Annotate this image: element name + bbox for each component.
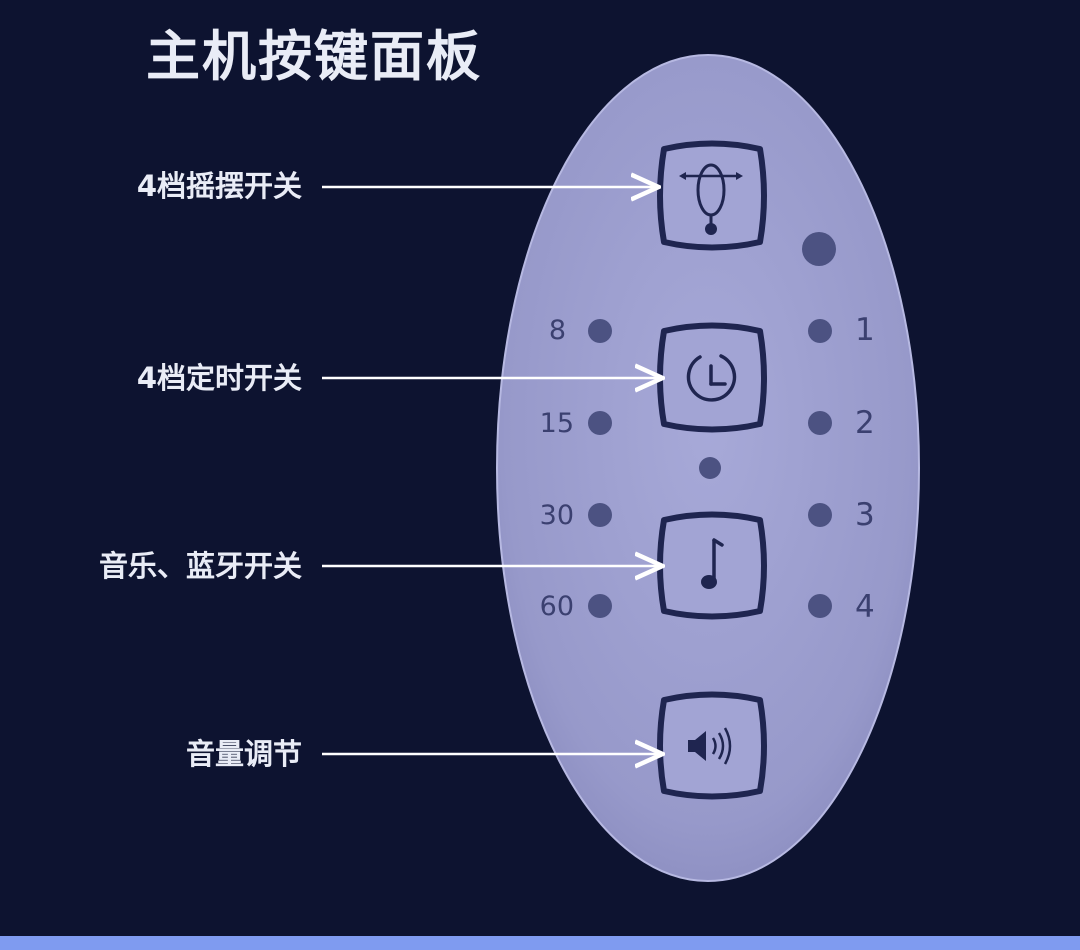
level-indicator-2 [808,411,832,435]
center-indicator [699,457,721,479]
music-bluetooth-label: 音乐、蓝牙开关 [98,549,302,583]
timer-indicator-30 [588,503,612,527]
level-indicator-3 [808,503,832,527]
swing-button[interactable] [657,140,767,251]
level-label: 3 [855,497,875,533]
music-note-icon [701,538,724,589]
timer-minutes-label: 8 [548,315,566,346]
timer-button[interactable] [657,322,767,433]
timer-switch-label: 4档定时开关 [136,361,302,395]
level-label: 4 [855,589,875,625]
timer-icon [686,354,737,402]
level-indicator-1 [808,319,832,343]
volume-button[interactable] [657,691,767,800]
speaker-icon [688,727,732,765]
level-indicator-4 [808,594,832,618]
timer-minutes-label: 30 [539,500,574,531]
volume-adjust-label: 音量调节 [185,737,302,771]
power-indicator [802,232,836,266]
timer-minutes-label: 60 [539,591,574,622]
music-button[interactable] [657,511,767,620]
oscillate-icon [679,163,743,235]
level-label: 2 [855,405,875,441]
timer-indicator-15 [588,411,612,435]
swing-switch-label: 4档摇摆开关 [136,169,302,203]
bottom-accent-bar [0,936,1080,950]
level-label: 1 [855,312,875,348]
timer-indicator-60 [588,594,612,618]
page-title: 主机按键面板 [146,25,482,88]
timer-indicator-8 [588,319,612,343]
timer-minutes-label: 15 [539,408,574,439]
